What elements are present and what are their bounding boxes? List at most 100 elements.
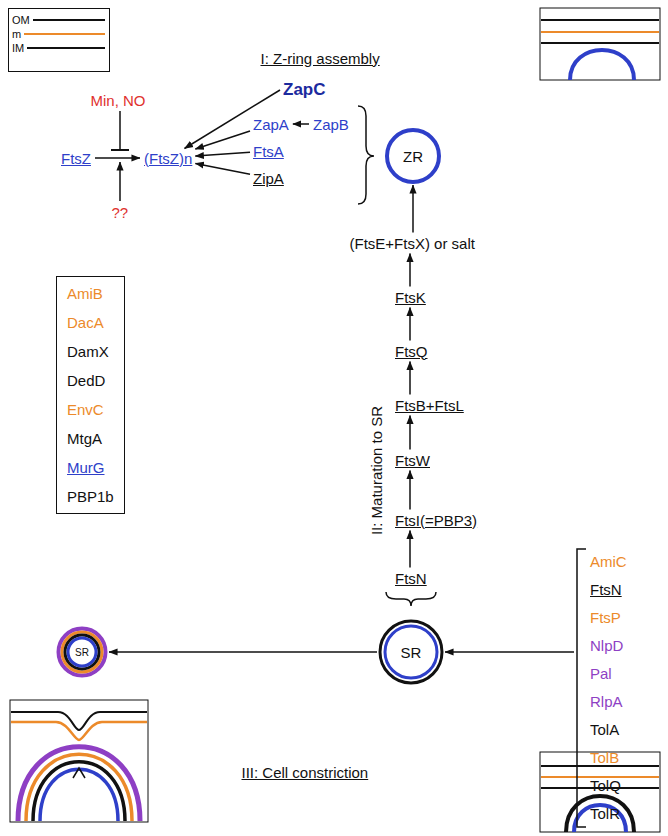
membrane-label: m — [12, 28, 21, 41]
protein-label: (FtsE+FtsX) or salt — [347, 234, 478, 253]
murein-layer — [11, 722, 147, 740]
protein-label: FtsI(=PBP3) — [392, 511, 480, 530]
protein-name: TolQ — [590, 772, 627, 800]
membrane-label: IM — [12, 42, 24, 55]
ring-circle: SR — [56, 626, 108, 678]
protein-label: FtsZ — [58, 149, 94, 168]
protein-name: FtsA — [253, 143, 284, 160]
protein-name: FtsW — [395, 452, 430, 469]
stage-title: I: Z-ring assembly — [259, 49, 382, 68]
pathway-arrow — [409, 362, 411, 395]
stage-title: III: Cell constriction — [240, 763, 371, 782]
septum-mark — [73, 768, 85, 778]
protein-name: AmiB — [67, 279, 114, 308]
protein-name: FtsP — [590, 604, 627, 632]
protein-label: FtsQ — [392, 342, 431, 361]
pathway-arrow — [293, 123, 309, 125]
pathway-arrow — [195, 152, 250, 156]
ring — [385, 626, 437, 678]
membrane-label: OM — [12, 14, 30, 27]
ring — [387, 130, 439, 182]
protein-name: DedD — [67, 366, 114, 395]
ring — [68, 638, 96, 666]
protein-name: FtsI(=PBP3) — [395, 512, 477, 529]
connectors — [95, 90, 574, 652]
ring — [65, 635, 99, 669]
group-brace — [386, 592, 436, 606]
protein-name: FtsQ — [395, 343, 428, 360]
ring — [380, 621, 442, 683]
ring-label: SR — [401, 644, 422, 661]
stage-title: II: Maturation to SR — [367, 403, 386, 536]
inset-frame — [540, 8, 660, 80]
ring-arch — [26, 754, 132, 821]
ring-circle: ZR — [385, 128, 441, 184]
outer-membrane — [541, 19, 659, 21]
protein-list: AmiCFtsNFtsPNlpDPalRlpATolATolBTolQTolR — [575, 548, 630, 828]
protein-name: DacA — [67, 308, 114, 337]
protein-label: ZapB — [310, 115, 352, 134]
protein-label: FtsA — [250, 142, 287, 161]
protein-name: (FtsE+FtsX) or salt — [350, 235, 475, 252]
protein-name: FtsZ — [61, 150, 91, 167]
protein-name: DamX — [67, 337, 114, 366]
ring-arch — [33, 762, 125, 821]
pathway-arrow — [195, 131, 250, 149]
protein-name: MurG — [67, 453, 114, 482]
protein-label: FtsK — [392, 288, 429, 307]
membrane-line — [33, 19, 105, 21]
protein-name: TolR — [590, 800, 627, 828]
pathway-arrow — [109, 651, 377, 653]
protein-name: (FtsZ)n — [144, 150, 192, 167]
protein-list: AmiBDacADamXDedDEnvCMtgAMurGPBP1b — [56, 276, 125, 514]
ring — [62, 632, 102, 672]
pathway-arrow — [409, 531, 411, 568]
protein-name: FtsB+FtsL — [395, 397, 464, 414]
protein-name: PBP1b — [67, 482, 114, 511]
ring-label: SR — [75, 647, 89, 658]
pathway-arrow — [409, 416, 411, 450]
protein-name: EnvC — [67, 395, 114, 424]
constriction-inset — [10, 700, 148, 822]
membrane-inset: OMmIM — [8, 8, 110, 72]
protein-label: FtsN — [392, 569, 430, 588]
protein-label: FtsB+FtsL — [392, 396, 467, 415]
protein-label: FtsW — [392, 451, 433, 470]
protein-name: NlpD — [590, 632, 627, 660]
protein-name: TolB — [590, 744, 627, 772]
regulator-label: Min, NO — [89, 91, 148, 110]
inhibition-line — [119, 111, 121, 150]
membrane-line — [27, 47, 105, 49]
protein-name: ZapA — [253, 116, 289, 133]
ring-arch — [40, 769, 118, 821]
protein-name: ZapC — [283, 80, 326, 100]
protein-name: FtsN — [395, 570, 427, 587]
list-bracket — [575, 548, 587, 828]
ring-label: ZR — [403, 148, 423, 165]
protein-name: Pal — [590, 660, 627, 688]
z-ring-arch — [570, 50, 634, 80]
protein-name: FtsK — [395, 289, 426, 306]
pathway-arrow — [95, 157, 140, 159]
ring — [59, 629, 106, 676]
pathway-arrow — [409, 471, 411, 510]
protein-label: (FtsZ)n — [141, 149, 195, 168]
ring-arch — [566, 796, 634, 832]
protein-name: FtsN — [590, 576, 627, 604]
protein-name: TolA — [590, 716, 627, 744]
bracket-line — [577, 549, 586, 827]
pathway-arrow — [409, 308, 411, 341]
membrane-line — [24, 33, 105, 35]
pathway-arrow — [445, 651, 574, 653]
protein-name: ZipA — [253, 170, 284, 187]
ring-arch — [18, 747, 140, 821]
group-brace — [358, 106, 374, 204]
protein-label: ZapC — [280, 79, 329, 101]
murein-layer — [541, 31, 659, 33]
ring-circle: SR — [378, 619, 444, 685]
inhibition-bar — [111, 149, 129, 151]
pathway-arrow — [412, 185, 414, 233]
unknown-arrow — [119, 162, 121, 201]
protein-name: MtgA — [67, 424, 114, 453]
pathway-arrow — [195, 163, 250, 174]
